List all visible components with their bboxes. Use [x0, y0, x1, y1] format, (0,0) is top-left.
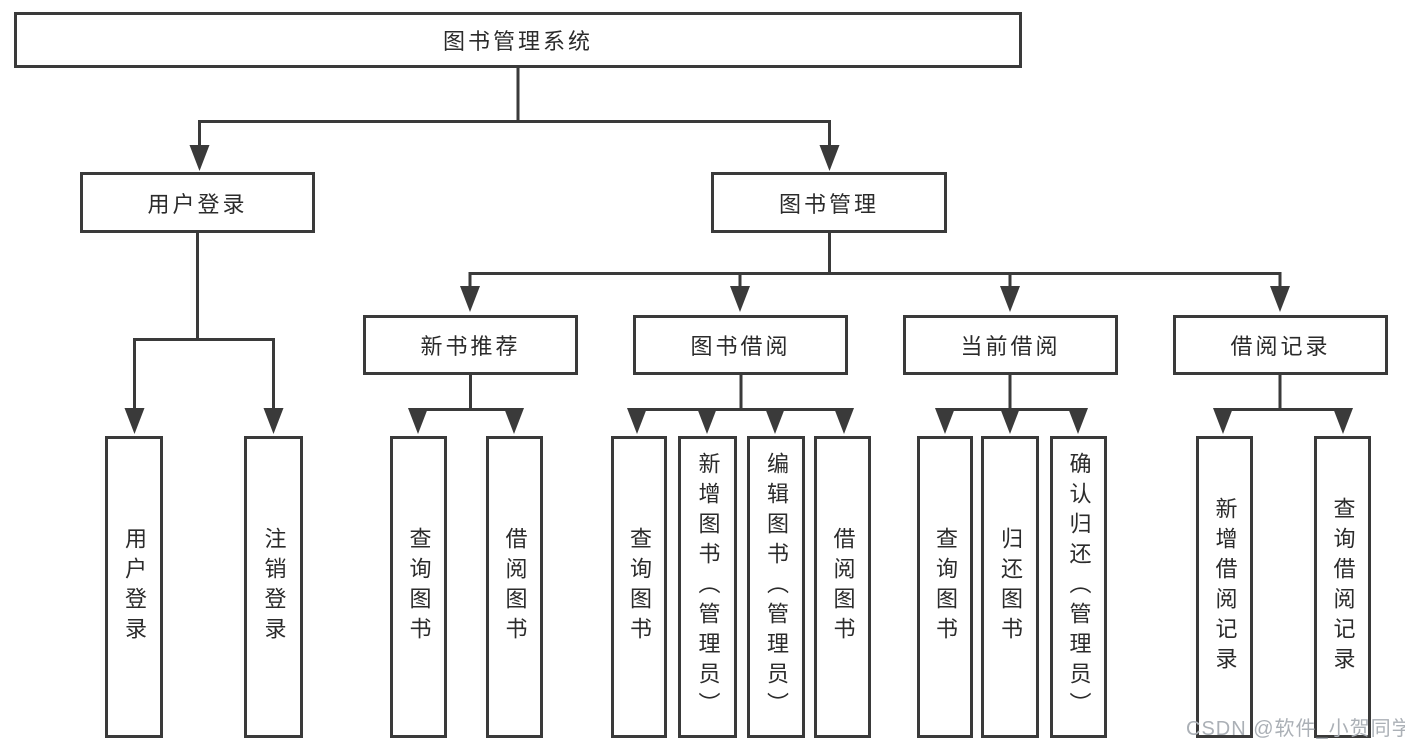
node-label: 借阅图书 — [502, 527, 528, 647]
node-book-borrow: 图书借阅 — [633, 315, 848, 375]
leaf-logout: 注销登录 — [244, 436, 303, 738]
leaf-add-borrow-record: 新增借阅记录 — [1196, 436, 1253, 738]
node-label: 归还图书 — [998, 527, 1023, 647]
node-label: 借阅图书 — [830, 527, 856, 647]
leaf-add-book-admin: 新增图书（管理员） — [678, 436, 737, 738]
leaf-return-book: 归还图书 — [981, 436, 1039, 738]
node-label: 用户登录 — [147, 191, 248, 217]
leaf-query-borrow-record: 查询借阅记录 — [1314, 436, 1371, 738]
node-label: 图书管理 — [778, 191, 879, 217]
node-borrow-records: 借阅记录 — [1173, 315, 1388, 375]
node-current-borrow: 当前借阅 — [903, 315, 1118, 375]
node-label: 编辑图书（管理员） — [764, 452, 789, 722]
node-new-book-recommend: 新书推荐 — [363, 315, 578, 375]
node-label: 新增借阅记录 — [1212, 497, 1238, 677]
node-label: 借阅记录 — [1230, 334, 1331, 359]
node-book-management: 图书管理 — [711, 172, 947, 233]
node-user-login: 用户登录 — [80, 172, 315, 233]
leaf-borrow-books-recommend: 借阅图书 — [486, 436, 543, 738]
node-label: 查询图书 — [406, 527, 432, 647]
leaf-query-books-recommend: 查询图书 — [390, 436, 447, 738]
leaf-edit-book-admin: 编辑图书（管理员） — [747, 436, 805, 738]
node-label: 注销登录 — [261, 527, 287, 647]
node-label: 当前借阅 — [960, 334, 1061, 359]
leaf-query-books-current: 查询图书 — [917, 436, 973, 738]
node-label: 确认归还（管理员） — [1066, 452, 1092, 722]
leaf-confirm-return-admin: 确认归还（管理员） — [1050, 436, 1107, 738]
leaf-user-login: 用户登录 — [105, 436, 163, 738]
node-root-library-system: 图书管理系统 — [14, 12, 1022, 68]
node-label: 查询图书 — [627, 527, 652, 647]
node-label: 新增图书（管理员） — [695, 452, 721, 722]
leaf-borrow-books: 借阅图书 — [814, 436, 871, 738]
node-label: 图书借阅 — [690, 334, 791, 359]
node-label: 用户登录 — [122, 527, 147, 647]
leaf-query-books-borrow: 查询图书 — [611, 436, 667, 738]
node-label: 新书推荐 — [420, 334, 521, 359]
node-label: 查询图书 — [933, 527, 958, 647]
csdn-watermark: CSDN @软件_小贺同学 — [1186, 718, 1405, 740]
node-label: 图书管理系统 — [442, 29, 593, 54]
node-label: 查询借阅记录 — [1330, 497, 1356, 677]
